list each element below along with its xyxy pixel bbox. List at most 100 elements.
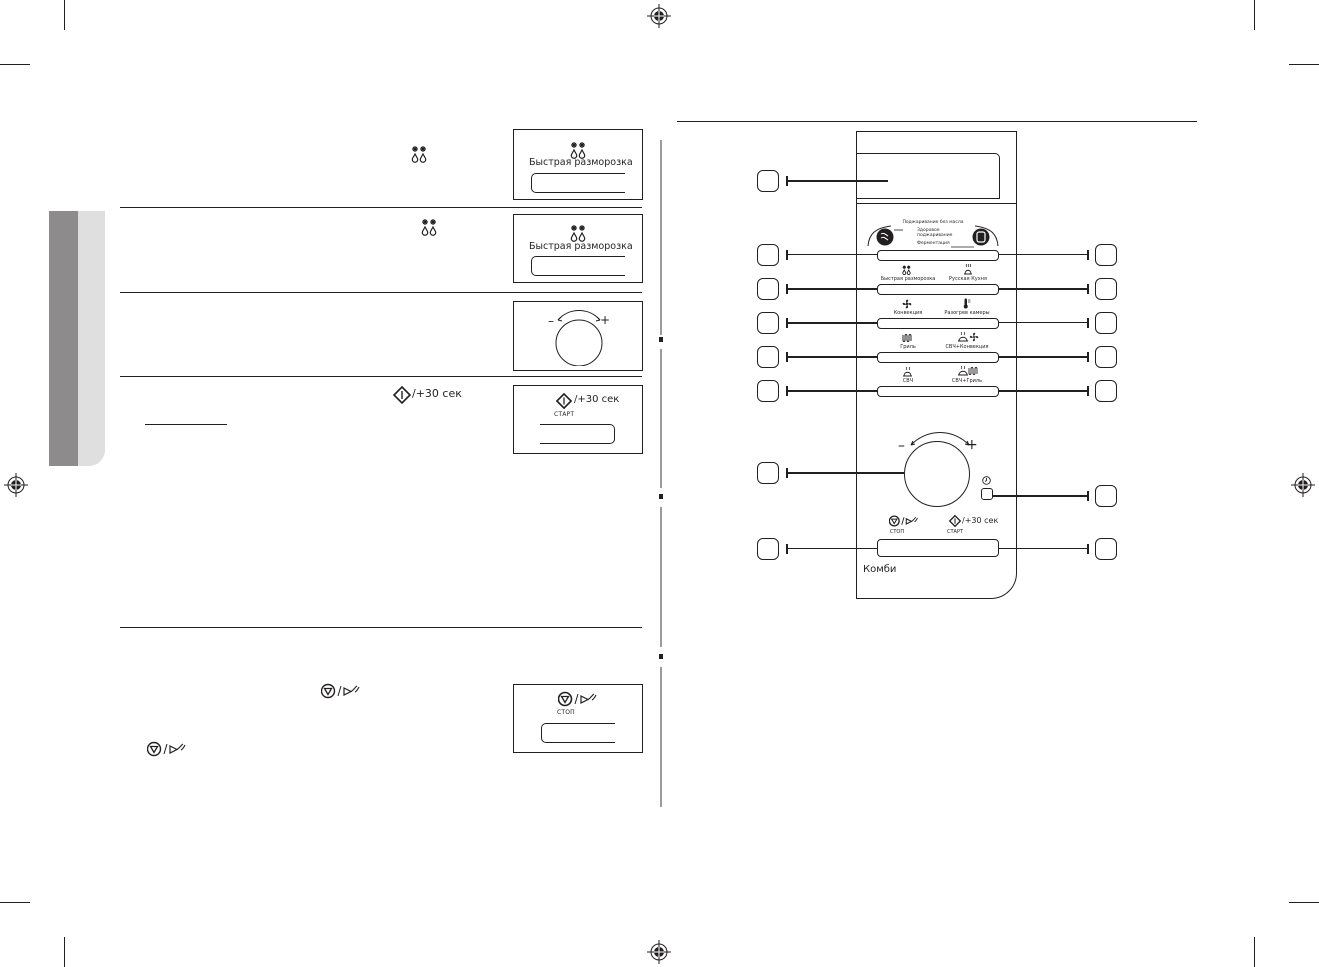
model-label: Комби bbox=[863, 564, 897, 575]
microwave-convection-icon bbox=[958, 332, 979, 342]
dial-minus: – bbox=[898, 438, 905, 454]
step-divider bbox=[120, 292, 642, 293]
figure-button bbox=[531, 256, 625, 276]
leader-line bbox=[999, 390, 1089, 392]
registration-mark-icon bbox=[647, 4, 671, 28]
microwave-button[interactable] bbox=[877, 386, 999, 397]
registration-mark-icon bbox=[4, 473, 28, 497]
preheat-icon bbox=[963, 298, 971, 309]
fry-group-bracket bbox=[867, 225, 999, 248]
divider-marker bbox=[659, 337, 663, 342]
fry-line-3: Ферментация bbox=[917, 241, 950, 246]
grill-icon bbox=[902, 334, 912, 342]
dial-arc-icon bbox=[910, 432, 970, 446]
leader-line bbox=[786, 288, 878, 290]
leader-line bbox=[999, 356, 1089, 358]
control-panel bbox=[856, 131, 1017, 599]
callout-preheat bbox=[1095, 312, 1117, 334]
callout-stop bbox=[757, 538, 779, 560]
leader-line bbox=[786, 356, 878, 358]
start-icon bbox=[949, 515, 961, 527]
leader-cap bbox=[786, 544, 788, 554]
callout-dial bbox=[757, 462, 779, 484]
stop-eco-icon bbox=[320, 683, 360, 699]
stop-inline-2 bbox=[146, 741, 187, 761]
clock-button[interactable] bbox=[981, 488, 993, 500]
column-divider bbox=[660, 349, 662, 488]
underline bbox=[145, 424, 227, 425]
leader-line bbox=[999, 288, 1089, 290]
figure-start: /+30 сек СТАРТ bbox=[513, 385, 643, 454]
btn-label-left: СВЧ bbox=[902, 378, 914, 384]
leader-cap bbox=[1087, 318, 1089, 328]
leader-line bbox=[786, 254, 878, 255]
leader-line bbox=[999, 254, 1089, 255]
start-icon bbox=[556, 393, 572, 409]
figure-button bbox=[541, 723, 615, 743]
defrost-icon bbox=[902, 265, 911, 275]
btn-label-right: Разогрев камеры bbox=[944, 310, 990, 316]
btn-label-right: СВЧ+Конвекция bbox=[945, 344, 989, 350]
figure-button bbox=[531, 173, 625, 193]
clock-icon bbox=[982, 476, 991, 485]
divider-marker bbox=[659, 654, 663, 659]
start-icon bbox=[393, 386, 411, 404]
callout-clock bbox=[1095, 485, 1117, 507]
stop-eco-icon bbox=[889, 515, 918, 527]
microwave-grill-icon bbox=[958, 366, 978, 376]
fry-line-2: поджаривание bbox=[917, 233, 953, 238]
start-text: /+30 сек bbox=[962, 516, 999, 525]
leader-line bbox=[999, 548, 1089, 549]
crop-mark bbox=[1254, 0, 1255, 30]
step-divider bbox=[120, 376, 642, 377]
registration-mark-icon bbox=[1291, 473, 1315, 497]
fry-line-1: Здоровое bbox=[917, 228, 940, 233]
figure-label: Быстрая разморозка bbox=[529, 157, 633, 168]
step-divider bbox=[120, 207, 642, 208]
callout-microwave bbox=[757, 380, 779, 402]
grill-button[interactable] bbox=[877, 352, 999, 363]
callout-grill bbox=[757, 346, 779, 368]
leader-cap bbox=[786, 250, 788, 260]
callout-convection bbox=[757, 312, 779, 334]
crop-mark bbox=[1254, 937, 1255, 967]
column-divider bbox=[660, 140, 662, 335]
stop-eco-icon bbox=[146, 741, 186, 757]
defrost-icon bbox=[411, 146, 427, 163]
callout-start bbox=[1095, 538, 1117, 560]
chapter-tab bbox=[49, 211, 78, 466]
callout-mw-convection bbox=[1095, 346, 1117, 368]
defrost-icon bbox=[570, 225, 586, 242]
figure-dial: – + bbox=[513, 301, 643, 371]
dial-plus: + bbox=[600, 313, 611, 327]
fry-button[interactable] bbox=[877, 250, 999, 261]
russian-cuisine-icon bbox=[964, 264, 972, 275]
btn-label-left: Гриль bbox=[900, 344, 916, 350]
divider-marker bbox=[659, 494, 663, 499]
figure-defrost-2: Быстрая разморозка bbox=[513, 214, 643, 283]
stop-start-button[interactable] bbox=[877, 539, 999, 557]
convection-button[interactable] bbox=[877, 318, 999, 329]
stop-inline bbox=[320, 683, 361, 703]
figure-defrost-1: Быстрая разморозка bbox=[513, 129, 643, 200]
chapter-tab-shade bbox=[78, 211, 105, 466]
stop-eco-icon bbox=[558, 691, 597, 707]
crop-mark bbox=[0, 64, 30, 65]
start-caption: СТАРТ bbox=[946, 529, 964, 535]
stop-caption: СТОП bbox=[557, 709, 575, 716]
dial-knob[interactable] bbox=[904, 441, 970, 507]
defrost-button[interactable] bbox=[877, 284, 999, 295]
start-inline-text: /+30 сек bbox=[412, 387, 462, 400]
figure-button bbox=[540, 424, 615, 444]
column-divider bbox=[660, 507, 662, 647]
callout-russian-cuisine bbox=[1095, 278, 1117, 300]
leader-line bbox=[993, 495, 1089, 497]
leader-line bbox=[786, 322, 878, 324]
section-divider bbox=[120, 627, 642, 628]
callout-defrost bbox=[757, 278, 779, 300]
dial-plus: + bbox=[966, 437, 978, 453]
figure-label: Быстрая разморозка bbox=[529, 241, 633, 252]
crop-mark bbox=[64, 937, 65, 967]
callout-display bbox=[757, 170, 779, 192]
leader-line bbox=[999, 322, 1089, 323]
